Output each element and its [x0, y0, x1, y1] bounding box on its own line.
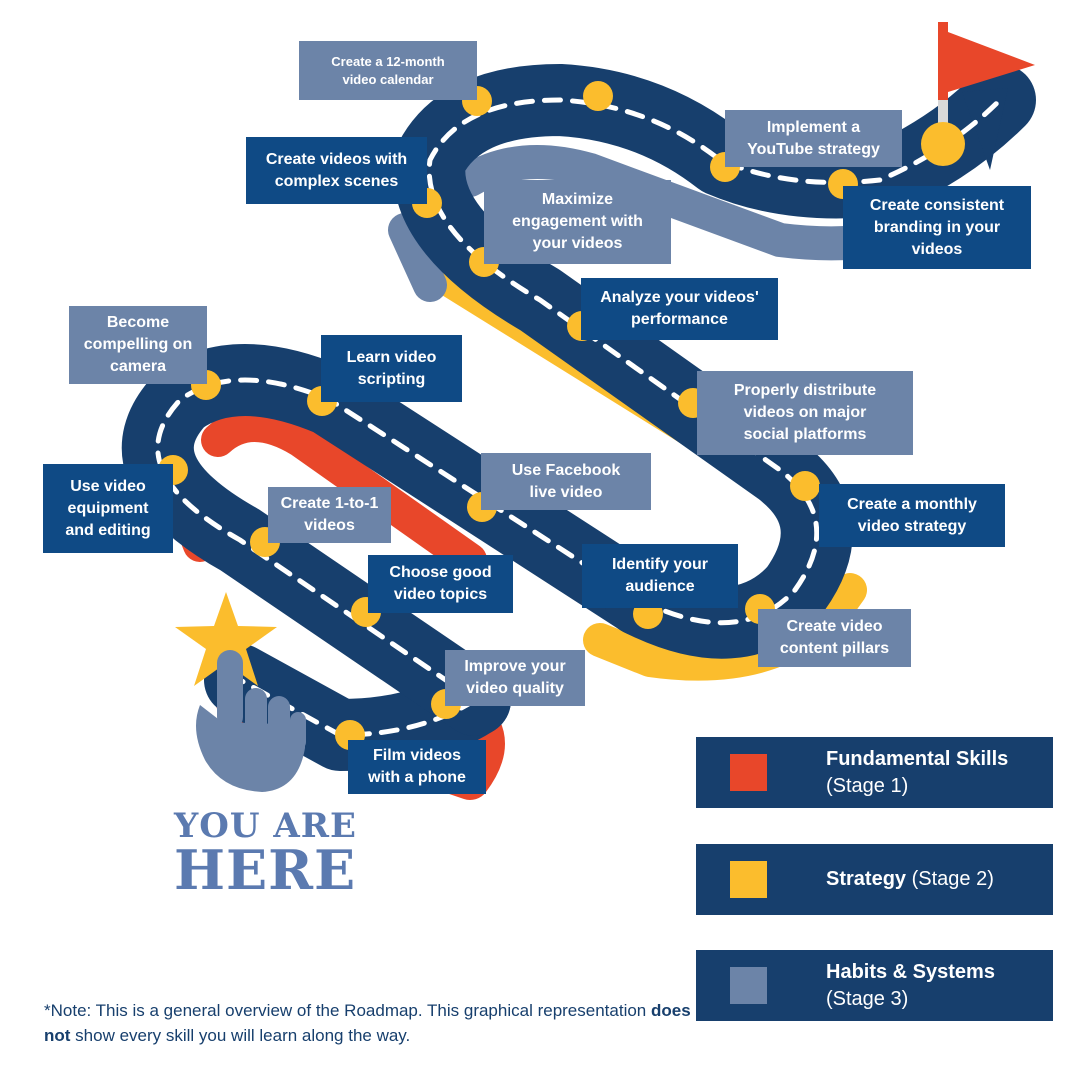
milestone-branding: Create consistent branding in your video… [843, 186, 1031, 269]
legend-rest-stage-2: (Stage 2) [906, 868, 994, 890]
legend-bold-stage-2: Strategy [826, 868, 906, 890]
milestone-choose-topics: Choose good video topics [368, 555, 513, 613]
milestone-use-equipment: Use video equipment and editing [43, 464, 173, 553]
milestone-create-1to1: Create 1-to-1 videos [268, 487, 391, 543]
milestone-monthly-strategy: Create a monthly video strategy [819, 484, 1005, 547]
footnote-part1: *Note: This is a general overview of the… [44, 1001, 651, 1020]
milestone-calendar: Create a 12-month video calendar [299, 41, 477, 100]
milestone-dot [790, 471, 820, 501]
legend-label-stage-3: Habits & Systems (Stage 3) [826, 950, 1046, 1021]
milestone-dot [921, 122, 965, 166]
milestone-dot [583, 81, 613, 111]
milestone-facebook-live: Use Facebook live video [481, 453, 651, 510]
legend-swatch-stage-3 [730, 967, 767, 1004]
legend-stage-1: Fundamental Skills (Stage 1) [696, 737, 1053, 808]
milestone-distribute: Properly distribute videos on major soci… [697, 371, 913, 455]
legend-stage-3: Habits & Systems (Stage 3) [696, 950, 1053, 1021]
legend-rest-stage-1: (Stage 1) [826, 775, 908, 797]
legend-label-stage-1: Fundamental Skills (Stage 1) [826, 737, 1046, 808]
milestone-complex-scenes: Create videos with complex scenes [246, 137, 427, 204]
legend-swatch-stage-2 [730, 861, 767, 898]
milestone-maximize: Maximize engagement with your videos [484, 180, 671, 264]
footnote: *Note: This is a general overview of the… [44, 998, 704, 1048]
legend-swatch-stage-1 [730, 754, 767, 791]
milestone-analyze: Analyze your videos' performance [581, 278, 778, 340]
legend-label-stage-2: Strategy (Stage 2) [826, 844, 1046, 915]
milestone-learn-scripting: Learn video scripting [321, 335, 462, 402]
milestone-become-compelling: Become compelling on camera [69, 306, 207, 384]
legend-stage-2: Strategy (Stage 2) [696, 844, 1053, 915]
milestone-film-videos: Film videos with a phone [348, 740, 486, 794]
legend-bold-stage-1: Fundamental Skills [826, 748, 1008, 770]
milestone-improve-quality: Improve your video quality [445, 650, 585, 706]
milestone-identify-audience: Identify your audience [582, 544, 738, 608]
you-are-here-line2: HERE [174, 838, 356, 902]
milestone-content-pillars: Create video content pillars [758, 609, 911, 667]
legend-rest-stage-3: (Stage 3) [826, 988, 908, 1010]
legend-bold-stage-3: Habits & Systems [826, 961, 995, 983]
footnote-part2: show every skill you will learn along th… [70, 1026, 410, 1045]
milestone-youtube: Implement a YouTube strategy [725, 110, 902, 167]
